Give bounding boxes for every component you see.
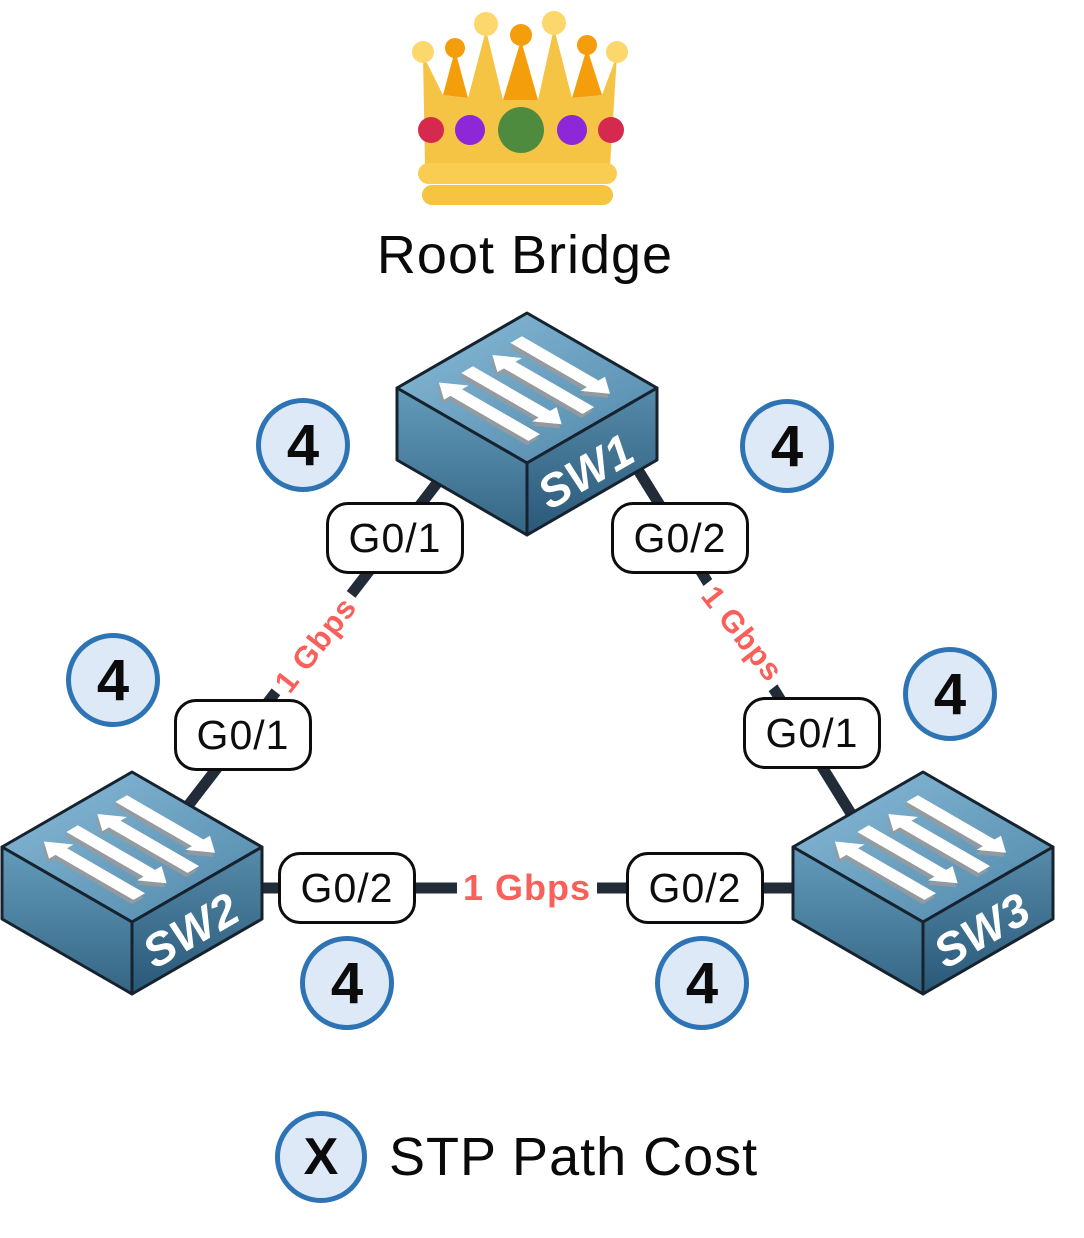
port-label-sw3-g0-1: G0/1 [743,697,881,769]
legend: X STP Path Cost [275,1111,758,1203]
stp-cost-badge-sw2-g0-1: 4 [66,633,160,727]
port-label-sw3-g0-2: G0/2 [626,852,764,924]
port-label-sw1-g0-1: G0/1 [326,502,464,574]
legend-cost-symbol: X [275,1111,367,1203]
stp-cost-badge-sw3-g0-1: 4 [903,647,997,741]
stp-cost-badge-sw1-g0-1: 4 [256,398,350,492]
crown-icon [412,11,628,205]
switch-sw3: SW3 [793,772,1053,994]
stp-cost-badge-sw2-g0-2: 4 [300,936,394,1030]
link-speed-label-sw2-sw3: 1 Gbps [456,866,598,910]
legend-label: STP Path Cost [389,1127,759,1187]
port-label-sw1-g0-2: G0/2 [611,502,749,574]
stp-cost-badge-sw1-g0-2: 4 [740,399,834,493]
port-label-sw2-g0-2: G0/2 [278,852,416,924]
stp-cost-badge-sw3-g0-2: 4 [655,936,749,1030]
root-bridge-label: Root Bridge [376,225,674,285]
switch-sw2: SW2 [2,772,262,994]
port-label-sw2-g0-1: G0/1 [174,699,312,771]
